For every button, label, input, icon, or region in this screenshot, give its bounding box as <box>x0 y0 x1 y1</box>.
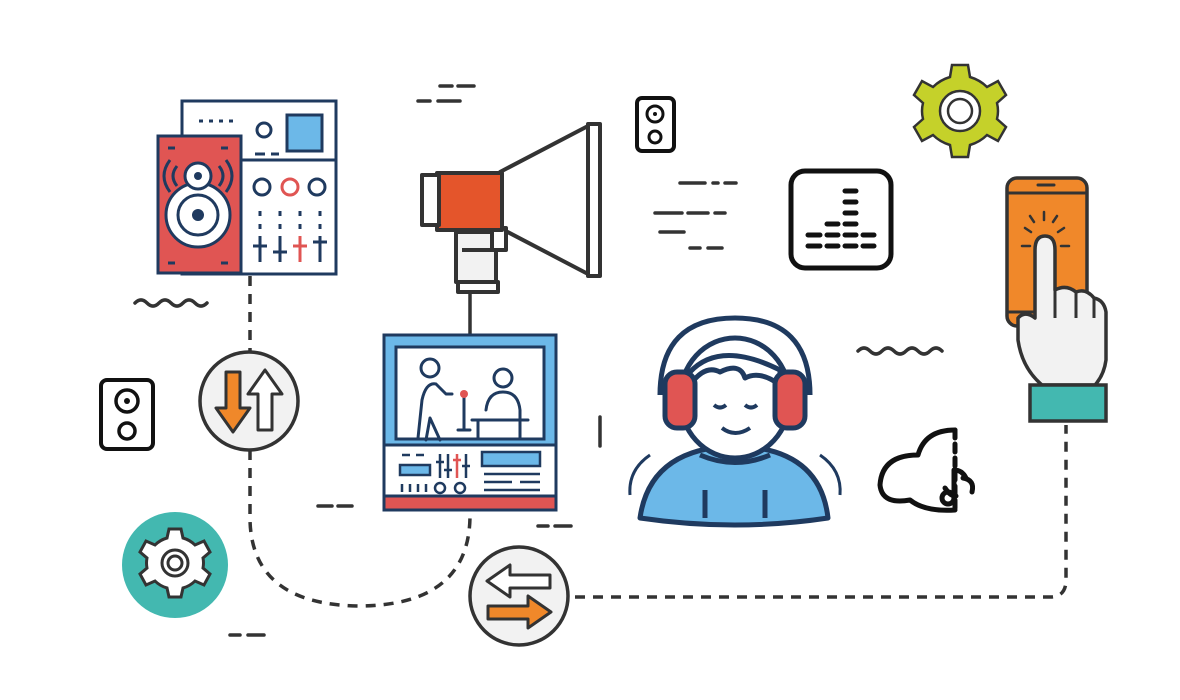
audio-mixer-speaker-icon <box>156 99 338 276</box>
equalizer-screen-icon <box>788 168 894 271</box>
megaphone-icon <box>420 122 602 294</box>
connector-lines <box>248 276 1068 608</box>
connector-arrows-to-studio <box>248 450 472 608</box>
left-right-arrows-icon <box>468 545 570 647</box>
speaker-icon <box>99 378 155 451</box>
smartphone-touch-icon <box>1005 176 1108 423</box>
gear-teal-icon <box>122 512 228 618</box>
up-down-arrows-icon <box>198 350 300 452</box>
broadcast-studio-monitor-icon <box>382 333 558 512</box>
wave-squiggle <box>856 346 944 356</box>
decorative-dashes <box>133 84 944 637</box>
speaker-icon <box>635 96 676 153</box>
person-headphones-icon <box>628 315 842 528</box>
gear-icon <box>912 63 1008 159</box>
head-music-note-icon <box>877 427 976 513</box>
wave-squiggle <box>133 298 209 308</box>
connector-arrows-to-phone <box>575 425 1068 599</box>
